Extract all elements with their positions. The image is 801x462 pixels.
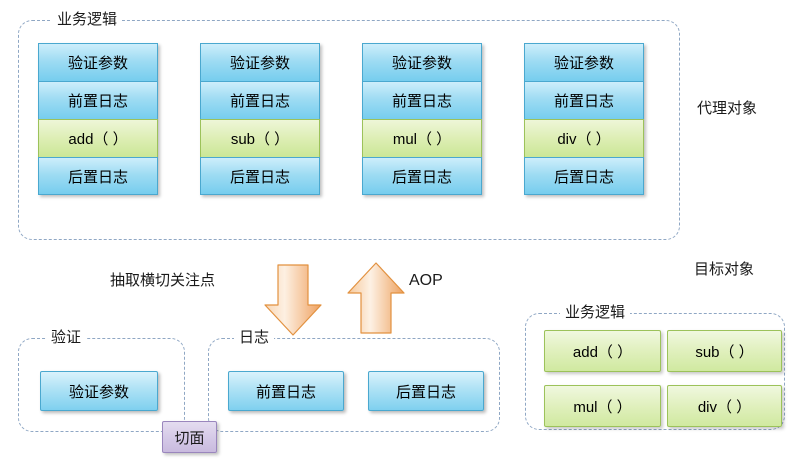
proxy-column-sub: 验证参数 前置日志 sub（ ） 后置日志	[200, 43, 320, 195]
aop-label: AOP	[409, 272, 443, 289]
aspect-box-before-log[interactable]: 前置日志	[228, 371, 344, 411]
target-business-logic-label: 业务逻辑	[560, 304, 631, 322]
target-object-label: 目标对象	[694, 261, 755, 278]
proxy-object-label: 代理对象	[697, 100, 758, 117]
target-method-div[interactable]: div（ ）	[667, 385, 782, 427]
proxy-cell-validate[interactable]: 验证参数	[38, 43, 158, 81]
validate-aspect-container	[18, 338, 185, 432]
proxy-cell-method[interactable]: add（ ）	[38, 119, 158, 157]
down-arrow	[262, 264, 324, 338]
log-aspect-label: 日志	[234, 329, 275, 347]
proxy-cell-before-log[interactable]: 前置日志	[200, 81, 320, 119]
proxy-cell-before-log[interactable]: 前置日志	[38, 81, 158, 119]
proxy-cell-method[interactable]: div（ ）	[524, 119, 644, 157]
proxy-cell-after-log[interactable]: 后置日志	[38, 157, 158, 195]
proxy-business-logic-container	[18, 20, 680, 240]
proxy-column-add: 验证参数 前置日志 add（ ） 后置日志	[38, 43, 158, 195]
target-method-sub[interactable]: sub（ ）	[667, 330, 782, 372]
aspect-badge[interactable]: 切面	[162, 421, 217, 453]
validate-aspect-label: 验证	[46, 329, 87, 347]
proxy-cell-validate[interactable]: 验证参数	[362, 43, 482, 81]
up-arrow	[345, 262, 407, 336]
target-business-logic-container	[525, 313, 785, 430]
aspect-box-validate-params[interactable]: 验证参数	[40, 371, 158, 411]
proxy-cell-validate[interactable]: 验证参数	[200, 43, 320, 81]
target-method-add[interactable]: add（ ）	[544, 330, 661, 372]
proxy-cell-after-log[interactable]: 后置日志	[524, 157, 644, 195]
proxy-cell-method[interactable]: mul（ ）	[362, 119, 482, 157]
log-aspect-container	[208, 338, 500, 432]
proxy-column-div: 验证参数 前置日志 div（ ） 后置日志	[524, 43, 644, 195]
proxy-column-mul: 验证参数 前置日志 mul（ ） 后置日志	[362, 43, 482, 195]
proxy-cell-before-log[interactable]: 前置日志	[362, 81, 482, 119]
proxy-cell-before-log[interactable]: 前置日志	[524, 81, 644, 119]
target-method-mul[interactable]: mul（ ）	[544, 385, 661, 427]
aspect-box-after-log[interactable]: 后置日志	[368, 371, 484, 411]
proxy-cell-after-log[interactable]: 后置日志	[362, 157, 482, 195]
proxy-cell-after-log[interactable]: 后置日志	[200, 157, 320, 195]
proxy-cell-method[interactable]: sub（ ）	[200, 119, 320, 157]
extract-crosscutting-label: 抽取横切关注点	[110, 272, 216, 289]
proxy-cell-validate[interactable]: 验证参数	[524, 43, 644, 81]
proxy-business-logic-label: 业务逻辑	[52, 11, 123, 29]
